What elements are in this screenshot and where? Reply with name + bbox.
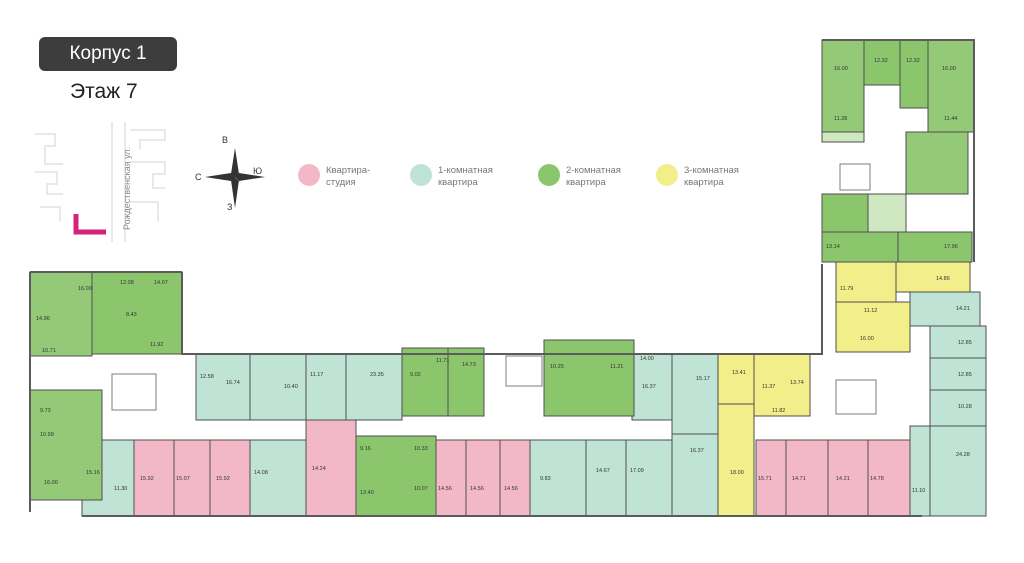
building-badge: Корпус 1 [39, 37, 177, 71]
room-area: 14.00 [640, 356, 654, 362]
room-area: 12.85 [958, 372, 972, 378]
room-area: 14.08 [254, 470, 268, 476]
room-area: 24.28 [956, 452, 970, 458]
apartment-block-right-3room[interactable] [835, 261, 971, 353]
room-area: 15.16 [86, 470, 100, 476]
room-area: 10.25 [550, 364, 564, 370]
legend-studio: Квартира- студия [298, 164, 370, 189]
apartment-block-center-2room[interactable] [355, 339, 635, 517]
room-area: 12.32 [874, 58, 888, 64]
room-area: 11.37 [762, 384, 776, 390]
room-area: 13.40 [360, 490, 374, 496]
room-area: 14.56 [438, 486, 452, 492]
compass-north: В [222, 135, 229, 145]
room-area: 15.92 [140, 476, 154, 482]
room-area: 12.58 [200, 374, 214, 380]
building-location-marker [73, 214, 106, 235]
room-area: 10.28 [958, 404, 972, 410]
site-context [35, 122, 166, 242]
legend-three-room: 3-комнатная квартира [656, 164, 739, 189]
room-area: 11.82 [772, 408, 786, 414]
room-area: 14.86 [936, 276, 950, 282]
room-area: 13.41 [732, 370, 746, 376]
room-area: 14.56 [504, 486, 518, 492]
room-area: 10.07 [414, 486, 428, 492]
room-area: 17.09 [630, 468, 644, 474]
room-area: 23.35 [370, 372, 384, 378]
room-area: 9.16 [360, 446, 371, 452]
room-area: 11.71 [436, 358, 450, 364]
room-area: 11.44 [944, 116, 958, 122]
room-area: 8.43 [126, 312, 137, 318]
room-area: 12.32 [906, 58, 920, 64]
room-area: 16.37 [642, 384, 656, 390]
room-area: 14.21 [836, 476, 850, 482]
room-area: 10.71 [42, 348, 56, 354]
legend-label: 1-комнатная квартира [438, 165, 493, 188]
room-area: 12.85 [958, 340, 972, 346]
room-area: 16.00 [78, 286, 92, 292]
room-area: 16.00 [942, 66, 956, 72]
legend-swatch [410, 164, 432, 186]
room-area: 10.33 [414, 446, 428, 452]
room-area: 11.12 [864, 308, 878, 314]
compass-west: С [195, 172, 202, 182]
corridor-walls [29, 39, 975, 517]
room-area: 14.24 [312, 466, 326, 472]
room-area: 17.96 [944, 244, 958, 250]
legend-swatch [298, 164, 320, 186]
room-area: 9.02 [410, 372, 421, 378]
room-area: 16.74 [226, 380, 240, 386]
room-area: 13.74 [790, 380, 804, 386]
room-area: 10.40 [284, 384, 298, 390]
room-area: 14.56 [470, 486, 484, 492]
room-area: 15.71 [758, 476, 772, 482]
compass-icon [205, 148, 265, 208]
room-area: 11.17 [310, 372, 324, 378]
stair-elevator-cores [111, 163, 877, 415]
room-area: 13.14 [826, 244, 840, 250]
room-area: 11.79 [840, 286, 854, 292]
room-area: 11.21 [610, 364, 624, 370]
room-area: 11.28 [834, 116, 848, 122]
room-area: 16.00 [834, 66, 848, 72]
room-area: 11.10 [912, 488, 926, 494]
room-area: 15.17 [696, 376, 710, 382]
room-area: 15.07 [176, 476, 190, 482]
floor-label: Этаж 7 [70, 80, 138, 103]
room-area: 14.78 [870, 476, 884, 482]
legend-one-room: 1-комнатная квартира [410, 164, 493, 189]
legend-swatch [656, 164, 678, 186]
room-area: 11.30 [114, 486, 128, 492]
room-area: 14.96 [36, 316, 50, 322]
room-area: 9.83 [540, 476, 551, 482]
legend-label: 3-комнатная квартира [684, 165, 739, 188]
apartment-block-right-studios[interactable] [755, 439, 911, 517]
compass-rose: В З С Ю [195, 135, 275, 212]
room-area: 16.37 [690, 448, 704, 454]
compass-south: З [227, 202, 233, 212]
room-area: 14.67 [596, 468, 610, 474]
room-area: 16.00 [44, 480, 58, 486]
room-area: 10.99 [40, 432, 54, 438]
room-area: 14.07 [154, 280, 168, 286]
legend-swatch [538, 164, 560, 186]
room-area: 12.08 [120, 280, 134, 286]
apartment-block-right-top[interactable] [821, 39, 975, 263]
room-area: 14.21 [956, 306, 970, 312]
apartment-block-right-1room[interactable] [909, 291, 987, 517]
room-area: 16.00 [860, 336, 874, 342]
room-area: 9.73 [40, 408, 51, 414]
room-area: 15.92 [216, 476, 230, 482]
room-area: 14.71 [792, 476, 806, 482]
legend-two-room: 2-комнатная квартира [538, 164, 621, 189]
room-area: 14.73 [462, 362, 476, 368]
room-area: 11.92 [150, 342, 164, 348]
legend-label: Квартира- студия [326, 165, 371, 188]
legend-label: 2-комнатная квартира [566, 165, 621, 188]
compass-east: Ю [253, 166, 263, 176]
room-area: 18.00 [730, 470, 744, 476]
